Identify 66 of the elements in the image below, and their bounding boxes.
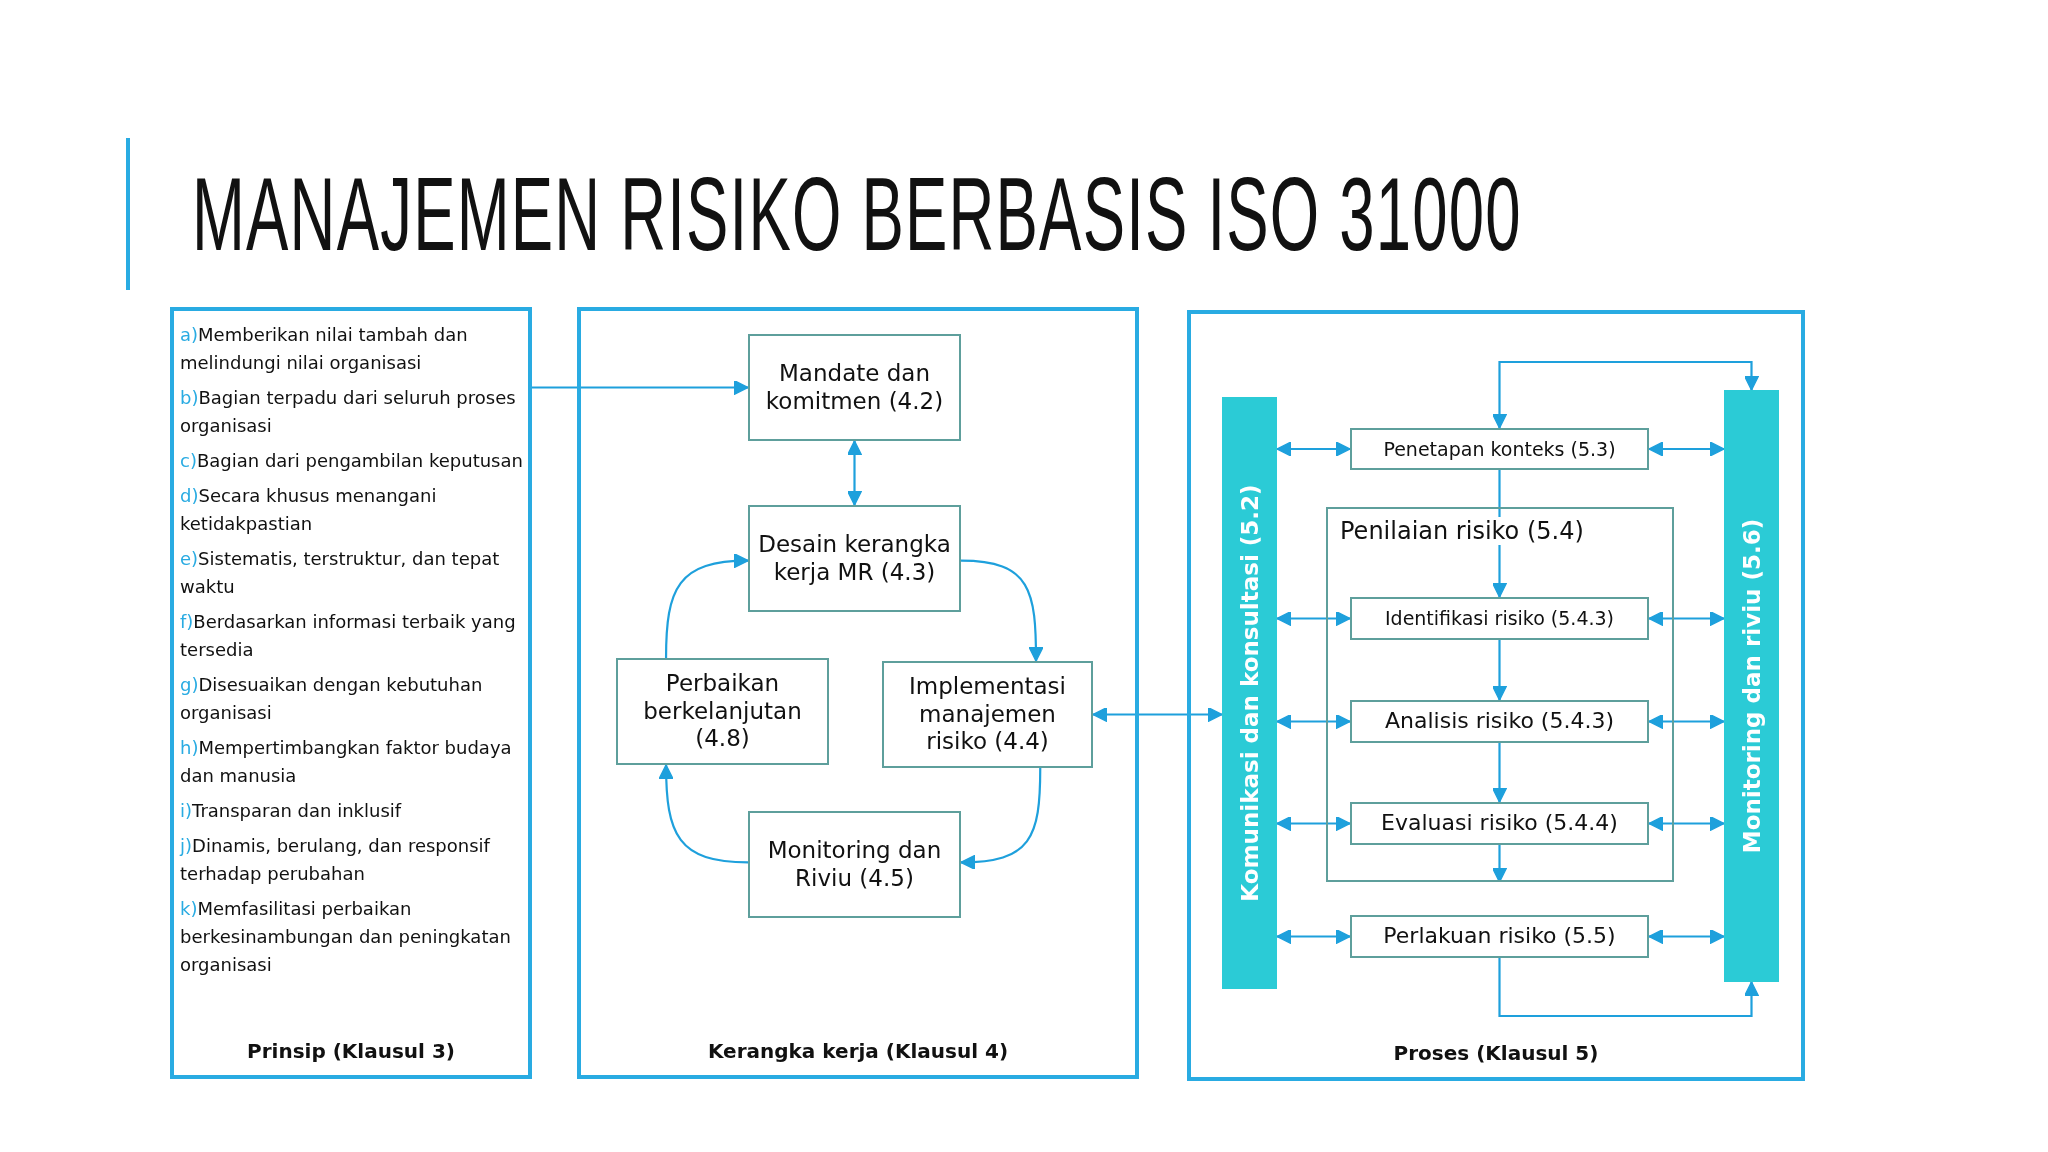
- principle-item: b)Bagian terpadu dari seluruh proses organisasi: [180, 386, 517, 438]
- principle-item: i)Transparan dan inklusif: [180, 799, 403, 823]
- arrow: [1092, 706, 1223, 723]
- principle-item: c)Bagian dari pengambilan keputusan: [180, 449, 524, 473]
- arrow: [1276, 713, 1351, 730]
- process-box: [1350, 428, 1649, 470]
- arrow: [960, 559, 1044, 662]
- vertical-bar: [1222, 397, 1277, 989]
- arrow: [1491, 360, 1760, 429]
- box-label: Penetapan konteks (5.3): [1383, 437, 1616, 461]
- arrow: [1276, 928, 1351, 945]
- principle-item: h)Mempertimbangkan faktor budaya dan manusia: [180, 736, 513, 788]
- arrow: [960, 768, 1042, 870]
- process-box: [1350, 597, 1649, 640]
- box-label: Analisis risiko (5.4.3): [1385, 708, 1614, 735]
- arrow: [1498, 958, 1760, 1018]
- process-box: [882, 661, 1093, 768]
- principle-item: d)Secara khusus menangani ketidakpastian: [180, 484, 438, 536]
- box-label: Perbaikan berkelanjutan (4.8): [642, 670, 803, 753]
- box-label: Identifikasi risiko (5.4.3): [1384, 607, 1615, 630]
- arrow: [1491, 845, 1508, 883]
- principle-item: k)Memfasilitasi perbaikan berkesinambungan dan peningkatan organisasi: [180, 897, 512, 977]
- vertical-bar: [1724, 390, 1779, 982]
- arrow: [658, 764, 749, 864]
- principle-item: e)Sistematis, terstruktur, dan tepat waktu: [180, 547, 501, 599]
- process-box: [748, 334, 961, 441]
- arrow: [1276, 815, 1351, 832]
- process-box: [1350, 802, 1649, 845]
- process-box: [748, 811, 961, 918]
- panel-frame: [577, 307, 1139, 1079]
- arrow: [1491, 743, 1508, 803]
- arrow: [1276, 610, 1351, 627]
- arrow: [1648, 928, 1725, 945]
- panel-caption: Prinsip (Klausul 3): [247, 1039, 455, 1063]
- box-label: Monitoring dan Riviu (4.5): [766, 836, 943, 893]
- arrow: [532, 379, 749, 396]
- box-label: Implementasi manajemen risiko (4.4): [908, 673, 1067, 756]
- bar-label: Monitoring dan riviu (5.6): [1738, 518, 1765, 854]
- panel-caption: Proses (Klausul 5): [1393, 1041, 1599, 1065]
- box-label: Perlakuan risiko (5.5): [1383, 923, 1616, 950]
- principle-item: j)Dinamis, berulang, dan responsif terhadap perubahan: [180, 834, 492, 886]
- process-box: [1350, 915, 1649, 958]
- panel-caption: Kerangka kerja (Klausul 4): [707, 1039, 1009, 1063]
- principle-item: f)Berdasarkan informasi terbaik yang tersedia: [180, 610, 517, 662]
- arrow: [1648, 441, 1725, 457]
- arrow: [1648, 610, 1725, 627]
- box-label: Mandate dan komitmen (4.2): [764, 359, 945, 416]
- arrow: [1491, 470, 1508, 598]
- arrow: [1648, 815, 1725, 832]
- arrow: [664, 553, 749, 658]
- box-label: Desain kerangka kerja MR (4.3): [757, 530, 952, 587]
- arrow: [1491, 640, 1508, 701]
- arrow: [1648, 713, 1725, 730]
- title: MANAJEMEN RISIKO BERBASIS ISO 31000: [192, 162, 1522, 266]
- principle-item: g)Disesuaikan dengan kebutuhan organisasi: [180, 673, 484, 725]
- bar-label: Komunikasi dan konsultasi (5.2): [1236, 484, 1263, 902]
- arrow: [1276, 441, 1351, 457]
- group-frame: [1326, 507, 1674, 882]
- panel-frame: [170, 307, 532, 1079]
- principle-item: a)Memberikan nilai tambah dan melindungi nilai organisasi: [180, 323, 469, 375]
- panel-frame: [1187, 310, 1805, 1081]
- process-box: [1350, 700, 1649, 743]
- process-box: [748, 505, 961, 612]
- arrow: [846, 440, 863, 506]
- box-label: Evaluasi risiko (5.4.4): [1381, 810, 1618, 837]
- process-box: [616, 658, 829, 765]
